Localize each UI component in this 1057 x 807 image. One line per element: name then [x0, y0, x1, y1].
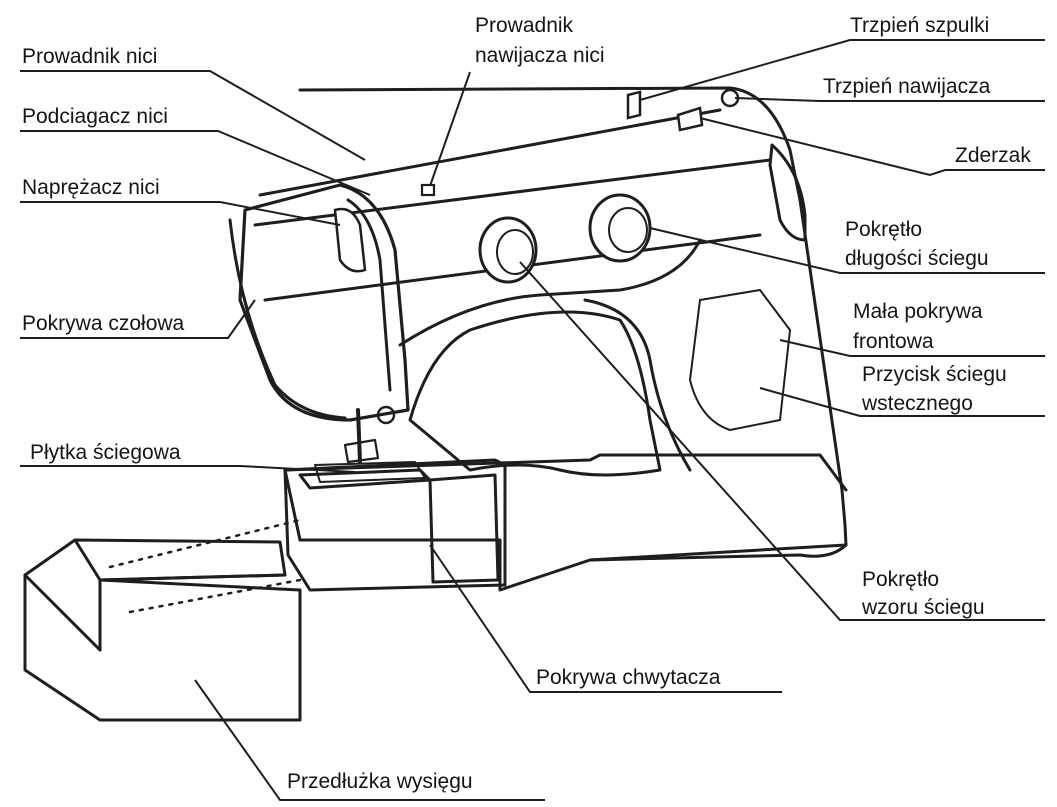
arm-lower-edge: [400, 240, 700, 345]
small-front-cover: [690, 290, 790, 430]
arm-top-edge: [260, 110, 720, 195]
leader-plytka: [20, 466, 355, 472]
label-pokretlo-wzoru-line1: Pokrętło: [862, 566, 939, 593]
label-pokrywa-chwytacza: Pokrywa chwytacza: [536, 664, 720, 691]
spool-pin: [628, 92, 640, 118]
label-przycisk-line2: wstecznego: [862, 390, 973, 417]
label-naprezacz-nici: Naprężacz nici: [22, 174, 160, 201]
arm-opening: [410, 312, 660, 475]
label-prowadnik-nici: Prowadnik nici: [22, 43, 157, 70]
extension-table: [25, 540, 285, 650]
label-zderzak: Zderzak: [955, 142, 1031, 169]
label-plytka-sciegowa: Płytka ściegowa: [30, 439, 181, 466]
arm-curve: [585, 300, 690, 470]
label-pokretlo-dlugosci-line1: Pokrętło: [845, 216, 922, 243]
label-pokretlo-dlugosci-line2: długości ściegu: [845, 245, 989, 272]
extension-top-notch: [75, 540, 285, 580]
label-trzpien-nawijacza: Trzpień nawijacza: [823, 73, 990, 100]
arm-front-edge-1: [255, 160, 770, 225]
label-prowadnik-nawijacza-line1: Prowadnik: [475, 12, 625, 39]
right-pillar: [770, 145, 805, 240]
bed-front: [300, 540, 846, 590]
label-przycisk-line1: Przycisk ściegu: [862, 361, 1007, 388]
needle-bar: [358, 410, 360, 462]
label-trzpien-szpulki: Trzpień szpulki: [850, 12, 989, 39]
label-mala-pokrywa-line1: Mała pokrywa: [853, 298, 983, 325]
tension-dial: [335, 209, 365, 271]
hook-cover: [430, 475, 498, 582]
align-line-upper: [110, 520, 300, 567]
label-mala-pokrywa-line2: frontowa: [853, 328, 934, 355]
label-podciagacz-nici: Podciagacz nici: [22, 103, 168, 130]
thread-guide-small: [422, 185, 434, 195]
label-pokrywa-czolowa: Pokrywa czołowa: [22, 310, 184, 337]
label-przedluzka-wysiegu: Przedłużka wysięgu: [287, 768, 473, 795]
extension-front: [25, 575, 300, 720]
winder-stopper: [678, 108, 702, 130]
label-pokretlo-wzoru-line2: wzoru ściegu: [862, 594, 985, 621]
label-prowadnik-nawijacza-line2: nawijacza nici: [475, 42, 605, 69]
